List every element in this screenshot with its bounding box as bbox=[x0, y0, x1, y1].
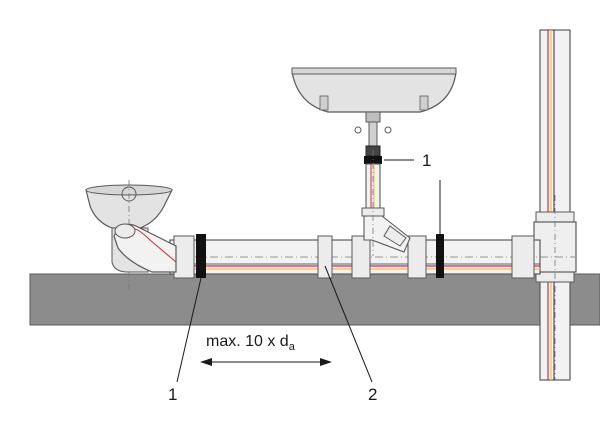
dimension-subscript: a bbox=[289, 341, 296, 353]
label-fixed-point-top: 1 bbox=[422, 151, 431, 170]
wc-bend-pipe bbox=[113, 223, 177, 273]
dimension-arrow bbox=[200, 358, 332, 366]
dimension-text: max. 10 x d bbox=[206, 333, 289, 350]
label-sliding-bracket: 2 bbox=[368, 385, 377, 404]
fixed-point-clamp-right bbox=[436, 234, 444, 278]
fixed-point-clamp-left bbox=[196, 234, 206, 278]
leader-line-bottom-left bbox=[176, 277, 202, 383]
dimension-label: max. 10 x da bbox=[206, 333, 296, 353]
leader-line-bottom-right bbox=[324, 265, 373, 383]
label-fixed-point-bottom: 1 bbox=[168, 385, 177, 404]
vertical-stack bbox=[533, 29, 577, 381]
washbasin bbox=[291, 67, 457, 147]
branch-pipe bbox=[361, 145, 411, 256]
horizontal-pipe bbox=[120, 235, 575, 279]
concrete-slab bbox=[29, 273, 600, 326]
